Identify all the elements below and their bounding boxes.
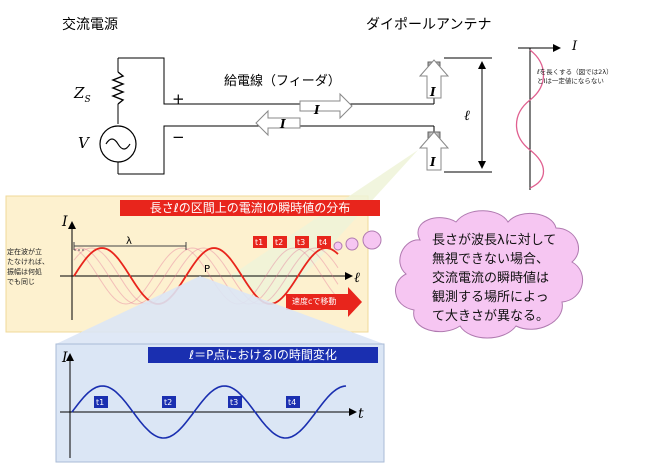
time-tag-box <box>273 236 287 248</box>
cloud-line: 観測する場所によっ <box>432 290 549 305</box>
cloud-line: 交流電流の瞬時値は <box>432 271 550 286</box>
ac-source-title: 交流電源 <box>62 17 118 33</box>
panel1-waves <box>73 247 339 305</box>
antenna-note-line: ℓを長くする（図では2λ） <box>537 68 613 76</box>
time-tag-label: t4 <box>319 238 327 247</box>
panel2-title: ℓ＝P点におけるIの時間変化 <box>148 347 378 363</box>
time-tag-label: t3 <box>230 398 238 407</box>
cloud-shape <box>395 210 583 339</box>
speed-arrow <box>286 287 362 317</box>
panel2-axes <box>60 353 357 458</box>
time-tag-box <box>295 236 309 248</box>
time-tag-box <box>162 396 176 408</box>
panel1-y-label: I <box>61 214 68 230</box>
lambda-dimension <box>73 242 187 250</box>
callout-wedge-1 <box>230 150 418 306</box>
antenna-current-wave <box>516 49 545 189</box>
panel2-time-tags: t1 t2 t3 t4 <box>94 396 300 408</box>
panel1-x-label: ℓ <box>354 270 360 286</box>
thought-cloud <box>333 210 583 339</box>
time-tag-box <box>286 396 300 408</box>
current-arrow-feeder-right <box>299 92 353 120</box>
time-tag-box <box>228 396 242 408</box>
panel1-time-tags: t1 t2 t3 t4 <box>253 236 331 248</box>
plus-sign: + <box>172 90 185 108</box>
panel1-title: 長さℓの区間上の電流Iの瞬時値の分布 <box>120 200 380 216</box>
feeder-wire-top <box>118 57 434 105</box>
panel2-x-label: t <box>358 406 364 422</box>
time-tag-box <box>94 396 108 408</box>
current-arrows <box>255 59 450 171</box>
faded-wave-3 <box>73 247 339 305</box>
zs-label: ZS <box>73 84 91 105</box>
callout-wedge-2 <box>56 276 384 344</box>
antenna-current-distribution <box>516 44 561 190</box>
speed-label: 速度cで移動 <box>292 297 337 306</box>
dipole-antenna-title: ダイポールアンテナ <box>366 17 492 33</box>
feeder-label: 給電線（フィーダ） <box>224 74 341 89</box>
time-tag-label: t4 <box>288 398 296 407</box>
length-label: ℓ <box>464 108 470 124</box>
minus-sign: − <box>172 128 185 146</box>
lambda-label: λ <box>126 236 132 247</box>
time-tag-label: t3 <box>297 238 305 247</box>
panel2-wave <box>71 385 347 439</box>
faded-wave-1 <box>73 247 339 305</box>
current-arrow-upper <box>418 59 450 99</box>
feeder-I-left: I <box>279 117 286 131</box>
impedance-zs <box>111 71 125 105</box>
point-p-label: P <box>204 264 210 275</box>
antenna-upper-I: I <box>429 85 436 99</box>
time-tag-label: t2 <box>164 398 172 407</box>
cloud-text: 長さが波長λに対して 無視できない場合、 交流電流の瞬時値は 観測する場所によっ… <box>432 231 556 326</box>
current-wave <box>73 247 339 305</box>
side-note-line: 振幅は何処 <box>7 268 42 276</box>
side-note-line: 定在波が立 <box>7 248 42 256</box>
panel-time-variation <box>55 343 385 463</box>
time-tag-box <box>317 236 331 248</box>
panel2-y-label: I <box>61 350 68 366</box>
cloud-line: 無視できない場合、 <box>432 252 550 267</box>
time-tag-box <box>253 236 267 248</box>
side-note-line: たなければ、 <box>7 258 49 266</box>
antenna-lower-I: I <box>429 155 436 169</box>
v-label: V <box>78 134 91 152</box>
feeder-I-right: I <box>313 103 320 117</box>
antenna-I-axis-label: I <box>571 39 578 54</box>
panel1-axes <box>60 221 353 320</box>
cloud-line: て大きさが異なる。 <box>432 309 550 324</box>
cloud-line: 長さが波長λに対して <box>432 233 557 248</box>
side-note-line: でも同じ <box>7 278 35 286</box>
current-arrow-feeder-left <box>255 109 301 137</box>
time-tag-label: t1 <box>96 398 104 407</box>
antenna-note: ℓを長くする（図では2λ） とIは一定値にならない <box>537 68 613 86</box>
antenna-note-line: とIは一定値にならない <box>537 77 604 85</box>
ac-wave-icon <box>105 138 131 150</box>
length-dimension <box>444 57 492 173</box>
standing-wave-note: 定在波が立 たなければ、 振幅は何処 でも同じ <box>7 247 49 287</box>
feeder-wire-bottom <box>118 125 434 175</box>
current-arrow-lower <box>418 131 450 171</box>
time-tag-label: t1 <box>255 238 263 247</box>
faded-wave-2 <box>73 247 339 305</box>
time-tag-label: t2 <box>275 238 283 247</box>
